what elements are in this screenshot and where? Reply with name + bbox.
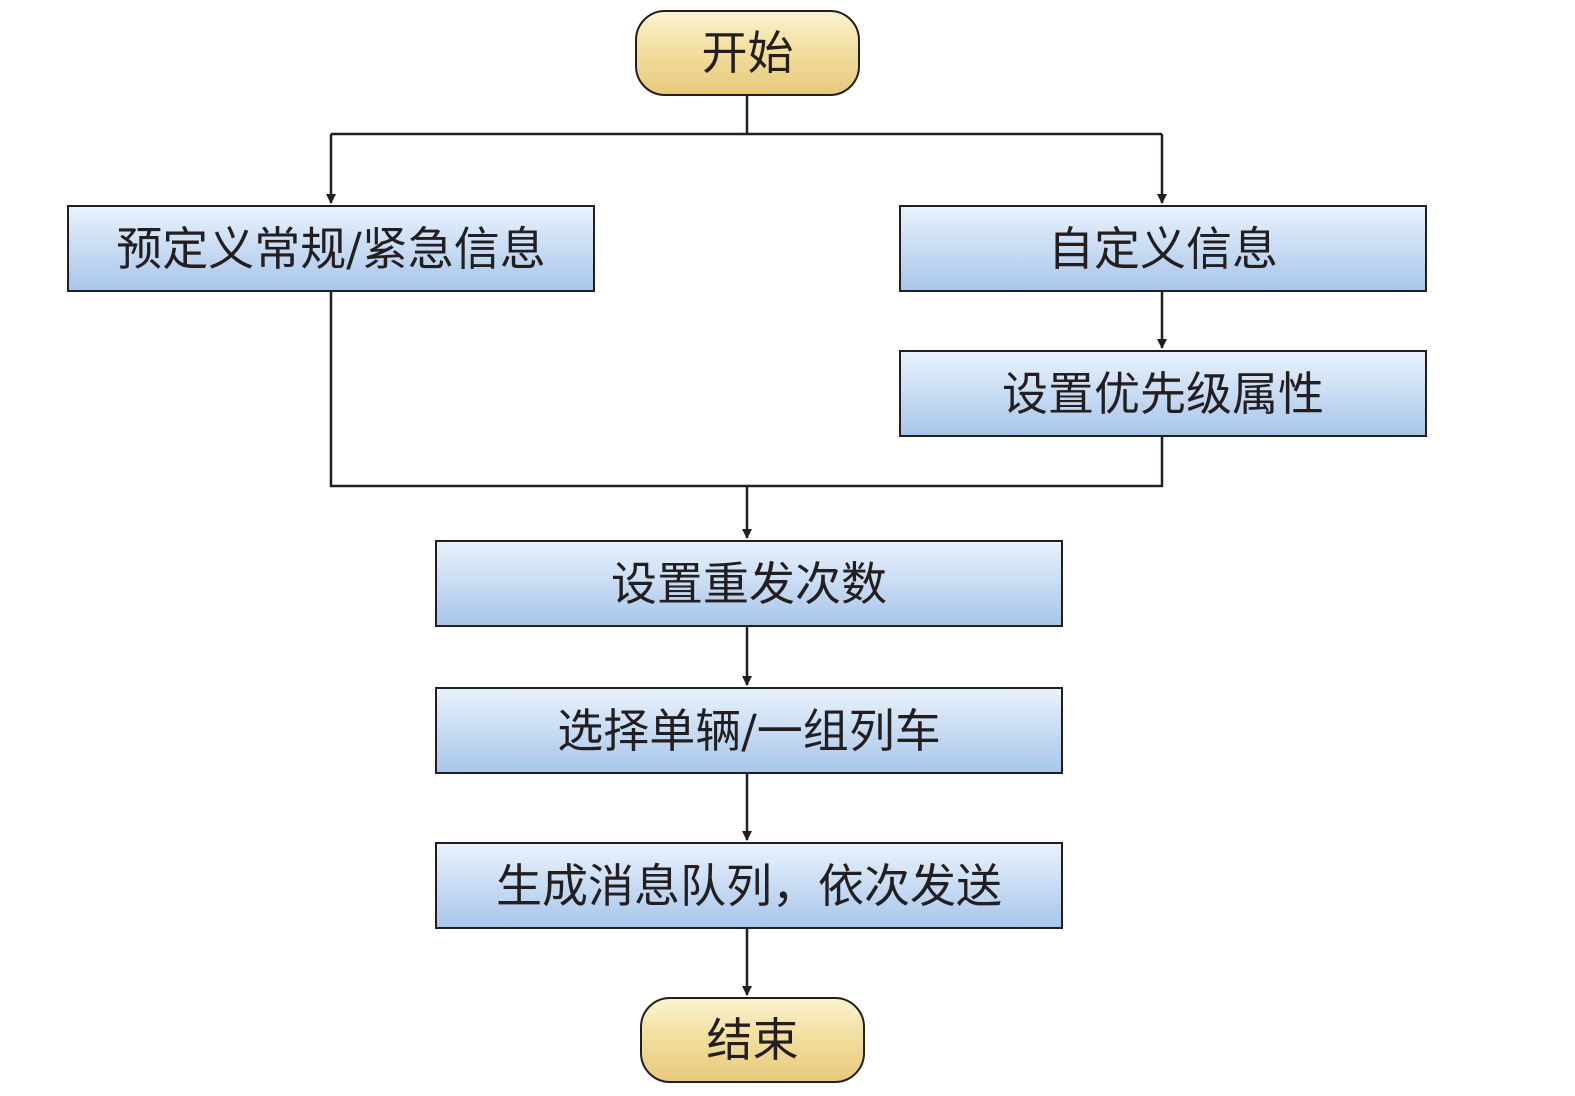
set-resend-count-step: 设置重发次数 xyxy=(435,540,1063,627)
start-terminal: 开始 xyxy=(635,10,860,96)
select-trains-step: 选择单辆/一组列车 xyxy=(435,687,1063,774)
connector-start-split xyxy=(331,96,1162,136)
set-priority-step: 设置优先级属性 xyxy=(899,350,1427,437)
set-priority-label: 设置优先级属性 xyxy=(1002,366,1324,421)
generate-queue-label: 生成消息队列，依次发送 xyxy=(496,858,1002,913)
custom-message-label: 自定义信息 xyxy=(1048,221,1278,276)
start-label: 开始 xyxy=(701,26,794,80)
set-resend-count-label: 设置重发次数 xyxy=(611,556,887,611)
generate-queue-step: 生成消息队列，依次发送 xyxy=(435,842,1063,929)
end-label: 结束 xyxy=(706,1013,799,1067)
custom-message-step: 自定义信息 xyxy=(899,205,1427,292)
predefined-message-label: 预定义常规/紧急信息 xyxy=(116,221,546,276)
select-trains-label: 选择单辆/一组列车 xyxy=(557,703,941,758)
end-terminal: 结束 xyxy=(640,997,865,1083)
predefined-message-step: 预定义常规/紧急信息 xyxy=(67,205,595,292)
